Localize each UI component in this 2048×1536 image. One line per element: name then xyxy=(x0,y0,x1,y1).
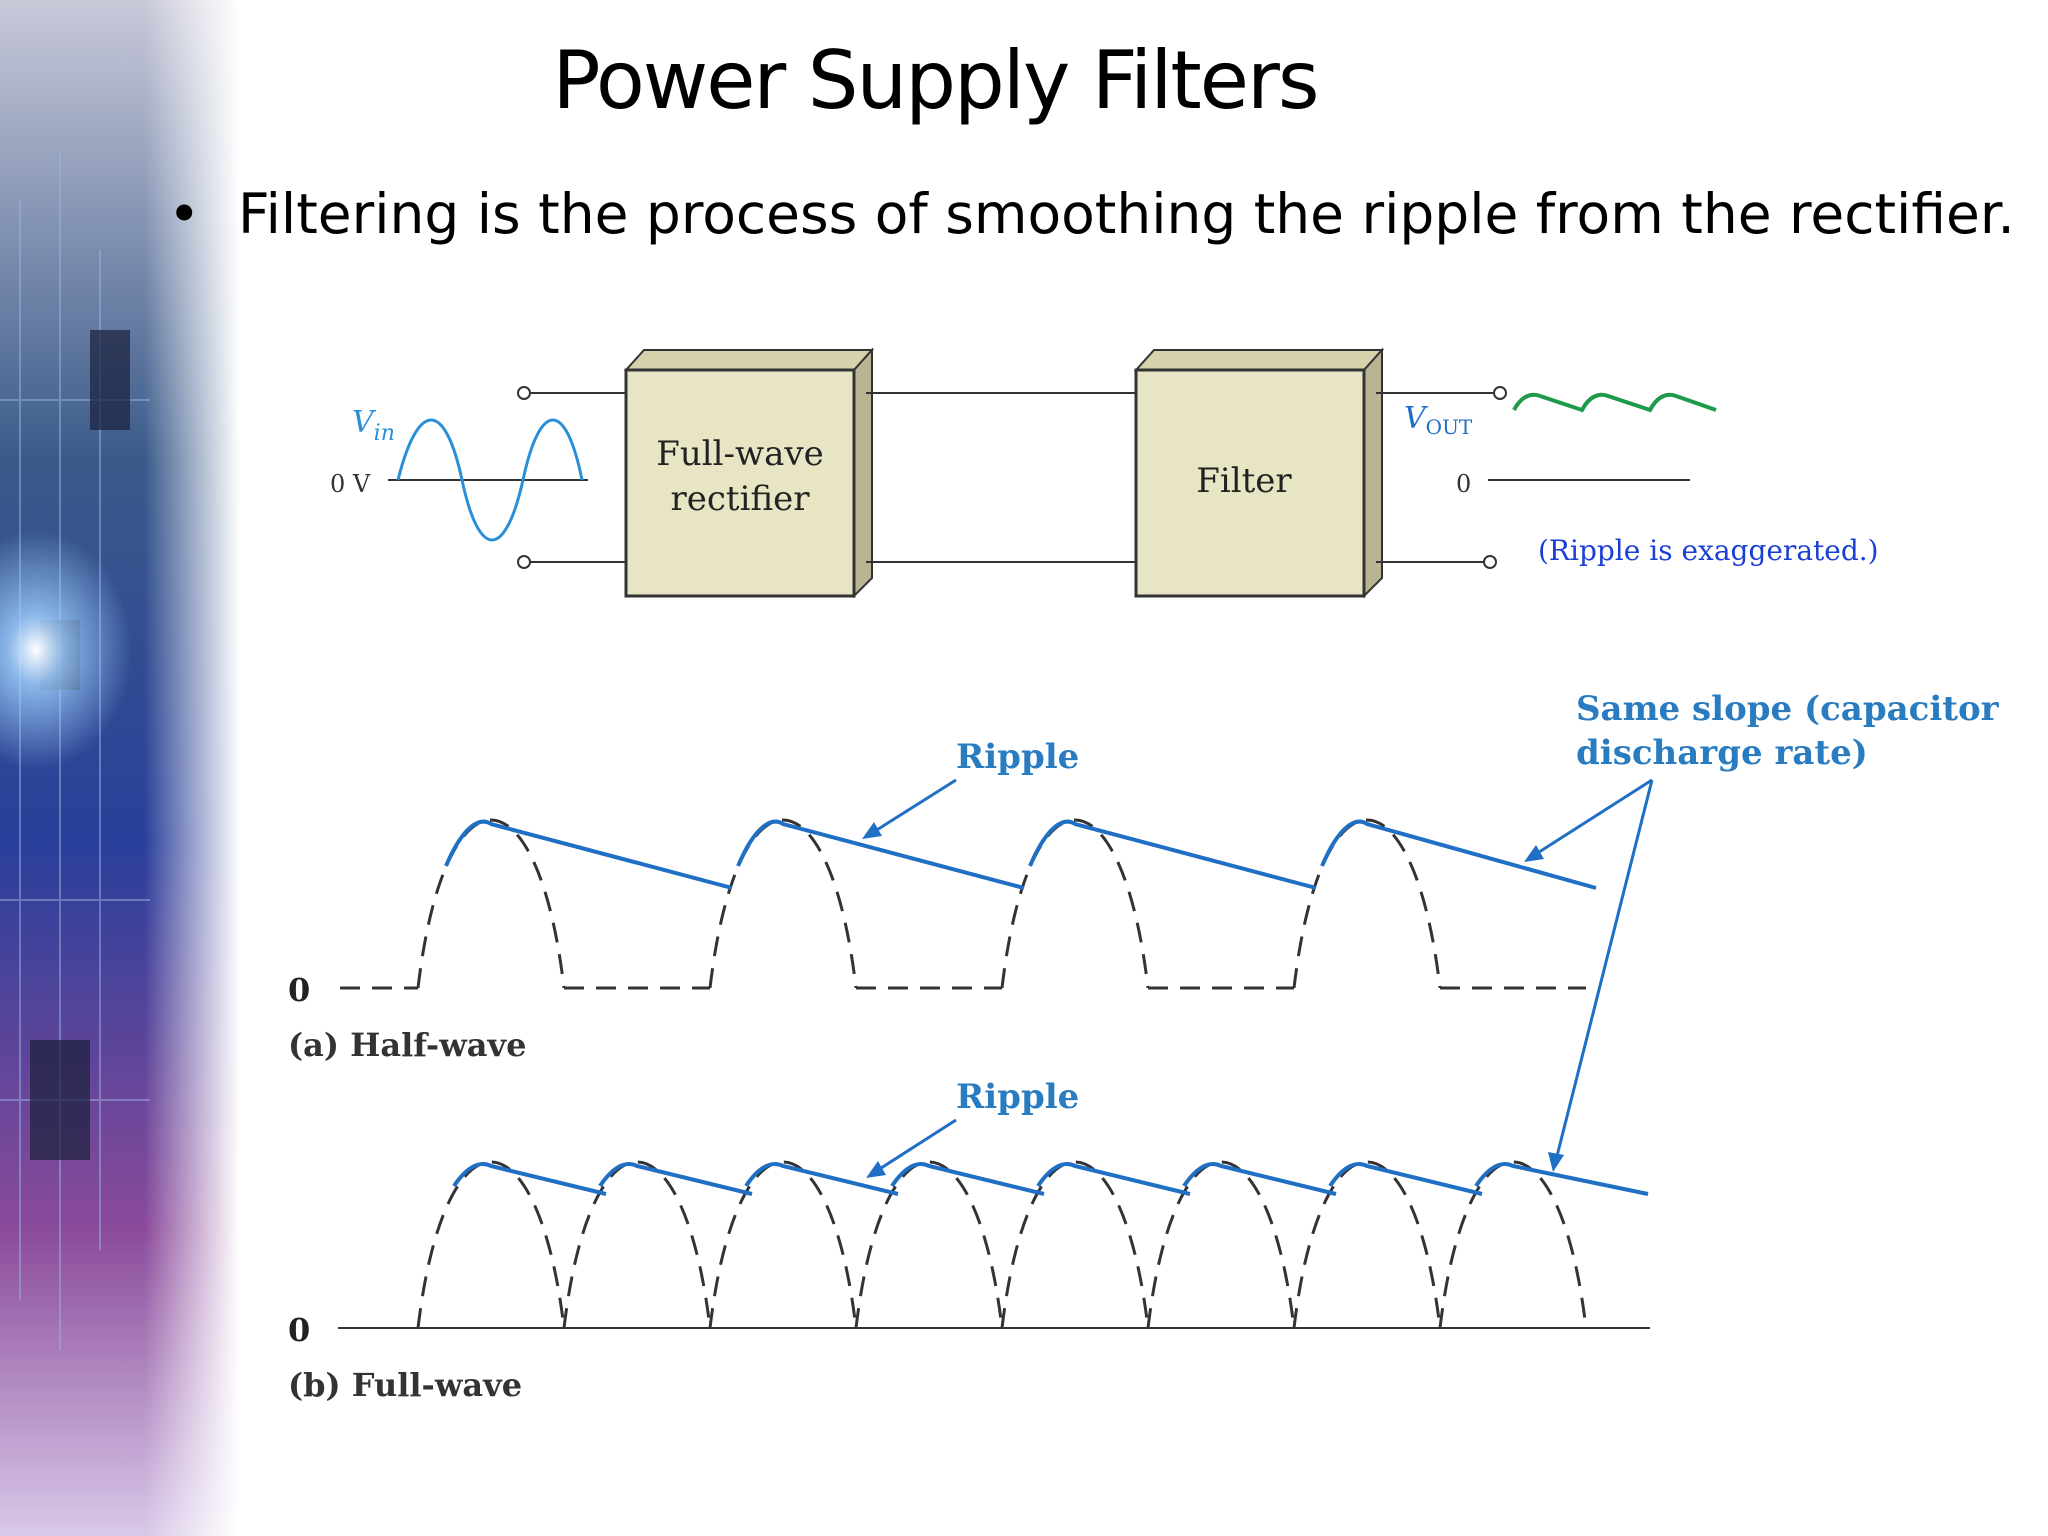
same-slope-arrow-a xyxy=(1535,778,1653,856)
full-wave-waveform: 0 (b) Full-wave Ripple xyxy=(288,1077,1650,1404)
half-wave-dashed-pulse xyxy=(1292,818,1442,989)
half-wave-filtered-segment xyxy=(736,819,1025,890)
half-wave-filtered-segment xyxy=(1320,819,1597,890)
rectifier-box-top xyxy=(623,349,875,371)
full-wave-filtered-segment xyxy=(744,1162,899,1196)
caption-full-wave: (b) Full-wave xyxy=(288,1366,522,1404)
ripple-arrow-a xyxy=(871,778,957,835)
ripple-label-b: Ripple xyxy=(956,1077,1079,1117)
bullet-marker: • xyxy=(168,182,201,246)
full-wave-dashed-pulse xyxy=(1438,1160,1588,1329)
decorative-sidebar xyxy=(0,0,240,1536)
full-wave-filtered-segment xyxy=(1328,1162,1483,1196)
output-terminal-bottom xyxy=(1483,555,1497,569)
slide-title: Power Supply Filters xyxy=(552,34,1319,127)
full-wave-filtered-segment xyxy=(598,1162,753,1196)
full-wave-dashed-pulse xyxy=(416,1160,566,1329)
same-slope-arrow-b xyxy=(1554,779,1654,1161)
filter-box-side xyxy=(1363,347,1383,599)
full-wave-filtered-segment xyxy=(1182,1162,1337,1196)
vout-label: VOUT xyxy=(1404,401,1473,439)
filter-box-top xyxy=(1133,349,1385,371)
filter-label: Filter xyxy=(1196,461,1292,501)
same-slope-label-line1: Same slope (capacitor xyxy=(1576,689,2000,729)
half-wave-dashed-pulse xyxy=(708,818,858,989)
full-wave-dashed-pulse xyxy=(1146,1160,1296,1329)
output-terminal-top xyxy=(1493,386,1507,400)
full-wave-filtered-segment xyxy=(452,1162,607,1196)
full-wave-dashed-pulse xyxy=(562,1160,712,1329)
ripple-arrowhead-a xyxy=(862,822,882,839)
same-slope-arrowhead-b xyxy=(1548,1152,1564,1172)
zero-label-b: 0 xyxy=(288,1311,310,1349)
half-wave-dashed-pulse xyxy=(416,818,566,989)
rectifier-label-line1: Full-wave xyxy=(656,434,823,474)
full-wave-dashed-pulse xyxy=(708,1160,858,1329)
same-slope-annotation: Same slope (capacitor discharge rate) xyxy=(1524,689,2000,1172)
output-ripple-wave xyxy=(1512,392,1717,413)
half-wave-dashed-pulse xyxy=(1000,818,1150,989)
input-sine-wave xyxy=(396,418,584,542)
ripple-arrow-b xyxy=(877,1118,957,1172)
caption-half-wave: (a) Half-wave xyxy=(288,1026,526,1064)
full-wave-filtered-output xyxy=(452,1162,1649,1196)
rectifier-label-line2: rectifier xyxy=(670,479,810,519)
full-wave-dashed-pulse xyxy=(854,1160,1004,1329)
full-wave-dashed-pulse xyxy=(1292,1160,1442,1329)
full-wave-filtered-segment xyxy=(1474,1162,1649,1196)
output-zero-label: 0 xyxy=(1456,470,1471,498)
bullet-text: Filtering is the process of smoothing th… xyxy=(238,182,2015,246)
block-diagram: Vin 0 V Full-wave rectifier Filter VOUT … xyxy=(330,347,1879,599)
half-wave-filtered-segment xyxy=(444,819,733,890)
half-wave-rectified-dashed xyxy=(340,818,1586,990)
zero-v-label: 0 V xyxy=(330,470,371,498)
half-wave-waveform: 0 (a) Half-wave Ripple xyxy=(288,737,1597,1064)
rectifier-box-side xyxy=(853,347,873,599)
ripple-label-a: Ripple xyxy=(956,737,1079,777)
rectifier-box xyxy=(624,368,856,598)
vin-label: Vin xyxy=(352,405,395,446)
ripple-arrowhead-b xyxy=(866,1161,886,1178)
half-wave-filtered-output xyxy=(444,819,1597,890)
zero-label-a: 0 xyxy=(288,971,310,1009)
ripple-exaggerated-note: (Ripple is exaggerated.) xyxy=(1538,534,1879,567)
bullet-point: • Filtering is the process of smoothing t… xyxy=(168,182,2015,246)
half-wave-filtered-segment xyxy=(1028,819,1317,890)
full-wave-dashed-pulse xyxy=(1000,1160,1150,1329)
input-terminal-bottom xyxy=(517,555,531,569)
full-wave-filtered-segment xyxy=(1036,1162,1191,1196)
filter-box xyxy=(1134,368,1366,598)
full-wave-rectified-dashed xyxy=(416,1160,1588,1329)
full-wave-filtered-segment xyxy=(890,1162,1045,1196)
input-terminal-top xyxy=(517,386,531,400)
same-slope-arrowhead-a xyxy=(1524,845,1544,862)
same-slope-label-line2: discharge rate) xyxy=(1576,733,1868,773)
